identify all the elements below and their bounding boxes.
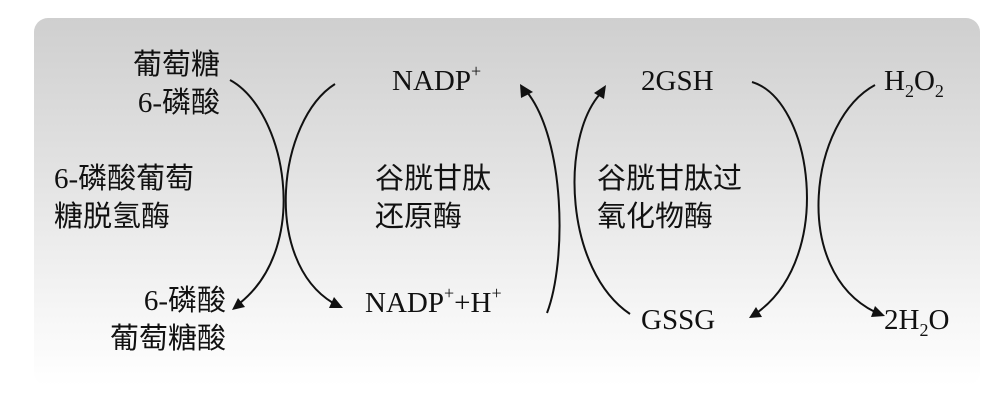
diagram-panel — [34, 18, 980, 386]
nadp-to-nadph-arrow — [284, 83, 343, 308]
nadph-charge-1: + — [443, 283, 455, 303]
6-phosphogluconate-label: 6-磷酸 葡萄糖酸 — [60, 282, 226, 358]
nadph-to-nadp-arrow — [520, 84, 561, 314]
6-phosphogluconate-line-2: 葡萄糖酸 — [109, 323, 226, 355]
water-pre: 2H — [884, 304, 920, 336]
glucose-6-phosphate-label: 葡萄糖 6-磷酸 — [60, 46, 220, 122]
gsh-label: 2GSH — [641, 65, 714, 97]
glutathione-reductase-line-1: 谷胱甘肽 — [375, 163, 492, 195]
g6pd-enzyme-line-2: 糖脱氢酶 — [54, 201, 171, 233]
glutathione-reductase-line-2: 还原酶 — [375, 201, 463, 233]
glucose-6-phosphate-line-2: 6-磷酸 — [137, 87, 220, 119]
nadph-base-1: NADP — [365, 287, 444, 319]
glutathione-peroxidase-line-2: 氧化物酶 — [597, 201, 714, 233]
hydrogen-peroxide-label: H2O2 — [884, 62, 944, 100]
nadp-oxidized-charge: + — [470, 61, 482, 81]
nadph-label: NADP++H+ — [365, 284, 502, 322]
nadp-oxidized-base: NADP — [392, 65, 471, 97]
6-phosphogluconate-line-1: 6-磷酸 — [143, 285, 226, 317]
g6p-to-6pg-arrow — [229, 79, 285, 310]
nadph-proton: +H — [454, 287, 492, 319]
nadp-oxidized-label: NADP+ — [392, 62, 481, 100]
g6pd-enzyme-label: 6-磷酸葡萄 糖脱氢酶 — [54, 160, 234, 236]
glutathione-peroxidase-line-1: 谷胱甘肽过 — [597, 163, 743, 195]
nadph-charge-2: + — [491, 283, 502, 303]
glutathione-reductase-label: 谷胱甘肽 还原酶 — [375, 160, 525, 236]
g6pd-enzyme-line-1: 6-磷酸葡萄 — [54, 163, 195, 195]
water-sub: 2 — [919, 320, 929, 340]
h2o2-sub-2: 2 — [934, 81, 944, 101]
h2o2-h: H — [884, 65, 905, 97]
gssg-label: GSSG — [641, 304, 716, 336]
h2o2-to-water-arrow — [817, 84, 885, 317]
water-label: 2H2O — [884, 301, 949, 339]
gssg-to-gsh-arrow — [573, 85, 631, 315]
water-post: O — [928, 304, 950, 336]
glutathione-peroxidase-label: 谷胱甘肽过 氧化物酶 — [597, 160, 787, 236]
h2o2-sub-1: 2 — [904, 81, 914, 101]
gsh-to-gssg-arrow — [749, 81, 808, 318]
glucose-6-phosphate-line-1: 葡萄糖 — [132, 49, 220, 81]
h2o2-o: O — [913, 65, 935, 97]
